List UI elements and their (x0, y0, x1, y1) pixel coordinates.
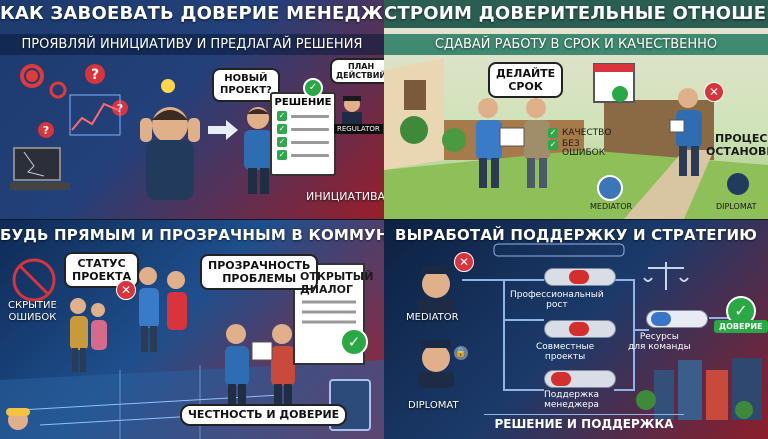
bubble-text: ПРОЗРАЧНОСТЬ ПРОБЛЕМЫ (208, 259, 311, 285)
check-circle-icon: ✓ (303, 78, 323, 98)
toggle-joint-projects[interactable] (544, 320, 616, 338)
option-label: Ресурсы для команды (628, 332, 691, 352)
check-icon: ✓ (277, 124, 287, 134)
check-label: БЕЗ ОШИБОК (562, 139, 606, 158)
check-icon: ✓ (277, 111, 287, 121)
close-icon: ✕ (116, 280, 136, 300)
toggle-professional-growth[interactable] (544, 268, 616, 286)
option-label: Профессиональный рост (510, 290, 604, 310)
initiative-caption: ИНИЦИАТИВА (306, 190, 384, 203)
check-circle-icon: ✓ (340, 328, 368, 356)
gear-icon (49, 81, 67, 99)
strategy-illustration (418, 243, 762, 420)
close-icon: ✕ (704, 82, 724, 102)
panel-subtitle: ПРОЯВЛЯЙ ИНИЦИАТИВУ И ПРЕДЛАГАЙ РЕШЕНИЯ (0, 34, 384, 55)
bubble-text: ПЛАН ДЕЙСТВИЙ (336, 62, 384, 80)
process-stop-label: ПРОЦЕСС ОСТАНОВКИ (706, 132, 768, 158)
speech-bubble-action-plan: ПЛАН ДЕЙСТВИЙ (330, 58, 384, 84)
mediator-label: MEDIATOR (406, 312, 459, 323)
trust-illustration (384, 58, 768, 219)
quality-checklist: ✓ КАЧЕСТВО ✓ БЕЗ ОШИБОК (548, 128, 611, 158)
check-label: КАЧЕСТВО (562, 128, 612, 138)
panel-title: КАК ЗАВОЕВАТЬ ДОВЕРИЕ МЕНЕДЖЕРА (0, 3, 384, 24)
panel-support-strategy: ВЫРАБОТАЙ ПОДДЕРЖКУ И СТРАТЕГИЮ ✕ MEDIAT… (384, 220, 768, 439)
document-title: РЕШЕНИЕ (274, 97, 332, 108)
panel-trust-relations: СТРОИМ ДОВЕРИТЕЛЬНЫЕ ОТНОШЕНИЯ СДАВАЙ РА… (384, 0, 768, 219)
speech-bubble-deadline: ДЕЛАЙТЕ СРОК (488, 62, 564, 98)
panel-transparency: БУДЬ ПРЯМЫМ И ПРОЗРАЧНЫМ В КОММУНИКАЦИИ (0, 220, 384, 439)
gear-icon (20, 64, 44, 88)
check-icon: ✓ (277, 137, 287, 147)
trust-badge: ДОВЕРИЕ (714, 320, 768, 333)
toggle-manager-support[interactable] (544, 370, 616, 388)
svg-text:?: ? (43, 124, 49, 137)
diplomat-label: DIPLOMAT (408, 400, 459, 411)
toggle-team-resources[interactable] (646, 310, 708, 328)
panel-title: БУДЬ ПРЯМЫМ И ПРОЗРАЧНЫМ В КОММУНИКАЦИИ (0, 226, 384, 244)
panel-title: СТРОИМ ДОВЕРИТЕЛЬНЫЕ ОТНОШЕНИЯ (384, 0, 768, 28)
panel-subtitle: СДАВАЙ РАБОТУ В СРОК И КАЧЕСТВЕННО (384, 34, 768, 55)
solution-document: РЕШЕНИЕ ✓ ✓ ✓ ✓ (270, 92, 336, 176)
honesty-trust-badge: ЧЕСТНОСТЬ И ДОВЕРИЕ (180, 404, 348, 426)
open-dialog-label: ОТКРЫТЫЙ ДИАЛОГ (300, 270, 374, 296)
close-icon: ✕ (454, 252, 474, 272)
regulator-label: REGULATOR (334, 124, 383, 134)
solution-support-caption: РЕШЕНИЕ И ПОДДЕРЖКА (484, 414, 684, 431)
speech-bubble-new-project: НОВЫЙ ПРОЕКТ? (212, 68, 280, 102)
option-label: Совместные проекты (536, 342, 595, 362)
lock-icon: 🔒 (454, 346, 468, 360)
check-icon: ✓ (548, 128, 558, 138)
bubble-text: СТАТУС ПРОЕКТА (72, 257, 132, 283)
check-icon: ✓ (277, 150, 287, 160)
diplomat-label: DIPLOMAT (716, 202, 757, 211)
speech-bubble-transparency: ПРОЗРАЧНОСТЬ ПРОБЛЕМЫ (200, 254, 319, 290)
initiative-illustration: ? ? ? (10, 64, 362, 200)
panel-title: ВЫРАБОТАЙ ПОДДЕРЖКУ И СТРАТЕГИЮ (394, 226, 758, 244)
hiding-errors-label: СКРЫТИЕ ОШИБОК (8, 300, 57, 323)
svg-text:?: ? (91, 67, 99, 83)
panel-initiative: КАК ЗАВОЕВАТЬ ДОВЕРИЕ МЕНЕДЖЕРА ПРОЯВЛЯЙ… (0, 0, 384, 219)
option-label: Поддержка менеджера (544, 390, 600, 410)
bubble-text: НОВЫЙ ПРОЕКТ? (220, 73, 272, 96)
bubble-text: ДЕЛАЙТЕ СРОК (496, 67, 556, 93)
bubble-text: ЧЕСТНОСТЬ И ДОВЕРИЕ (188, 408, 340, 421)
mediator-label: MEDIATOR (590, 202, 633, 211)
check-icon: ✓ (548, 140, 558, 150)
